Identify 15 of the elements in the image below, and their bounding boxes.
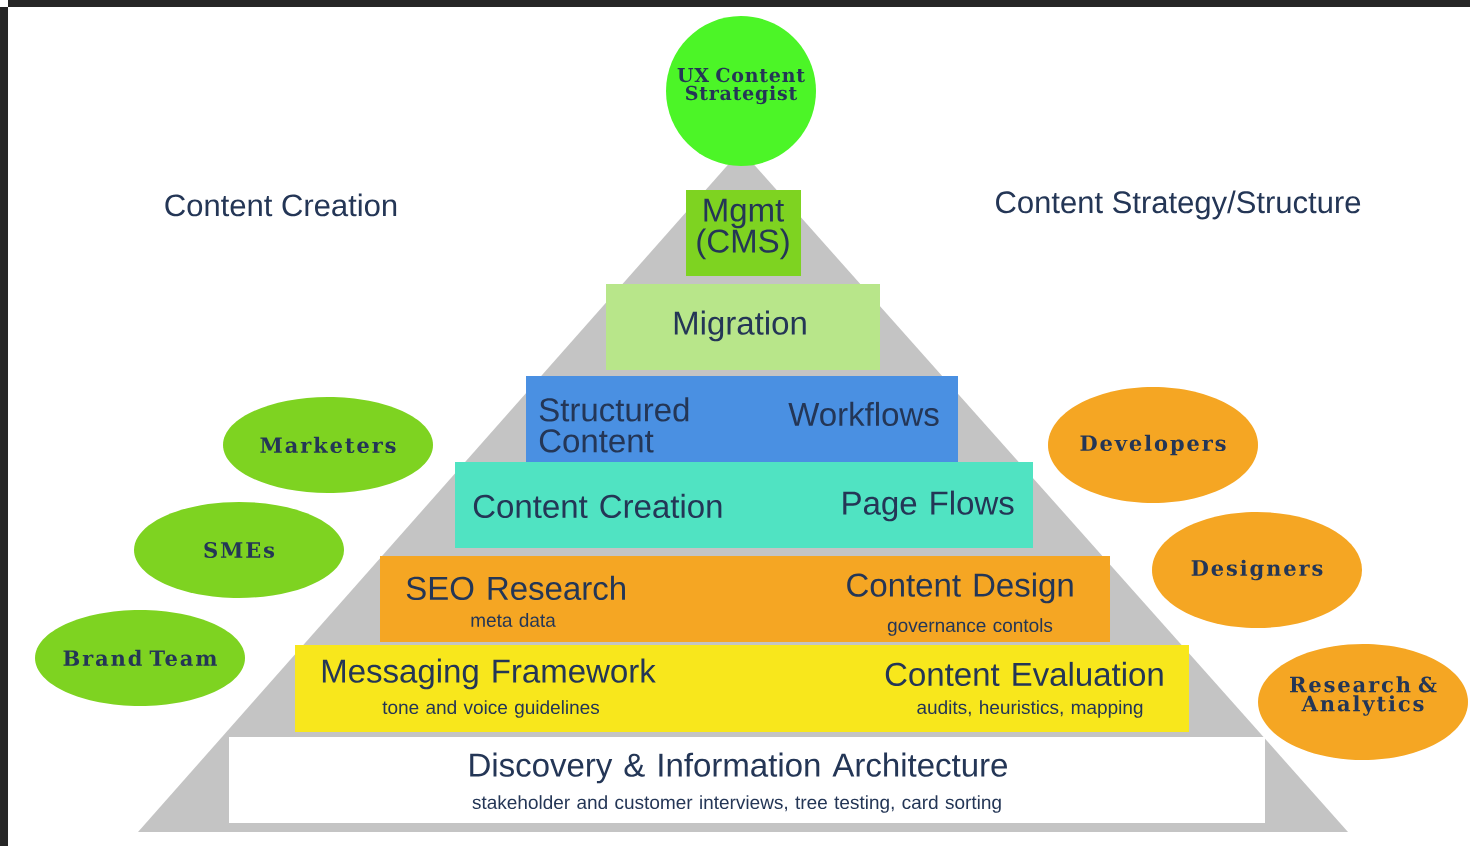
role-oval: SMEs (134, 502, 344, 598)
role-oval: Marketers (223, 397, 433, 493)
pyramid-layer: Mgmt (CMS) (686, 190, 801, 276)
pyramid-layer: Messaging Framework tone and voice guidelines Content Evaluation audits, heuristics, mapping (295, 645, 1189, 732)
pyramid-layer: Structured Content Workflows (526, 376, 958, 462)
section-heading: Content Creation (165, 193, 397, 217)
pyramid-layer: SEO Research meta data Content Design governance contols (380, 556, 1110, 642)
role-oval: Brand Team (35, 610, 245, 706)
pyramid-layer: Discovery & Information Architecture stakeholder and customer interviews, tree testing, card sorting (229, 737, 1265, 823)
section-heading: Content Strategy/Structure (996, 190, 1361, 220)
role-oval: Designers (1152, 512, 1362, 628)
role-oval: Research & Analytics (1258, 644, 1468, 760)
pyramid-layer: Migration (606, 284, 880, 370)
role-oval: Developers (1048, 387, 1258, 503)
pyramid-layer: Content Creation Page Flows (455, 462, 1033, 548)
